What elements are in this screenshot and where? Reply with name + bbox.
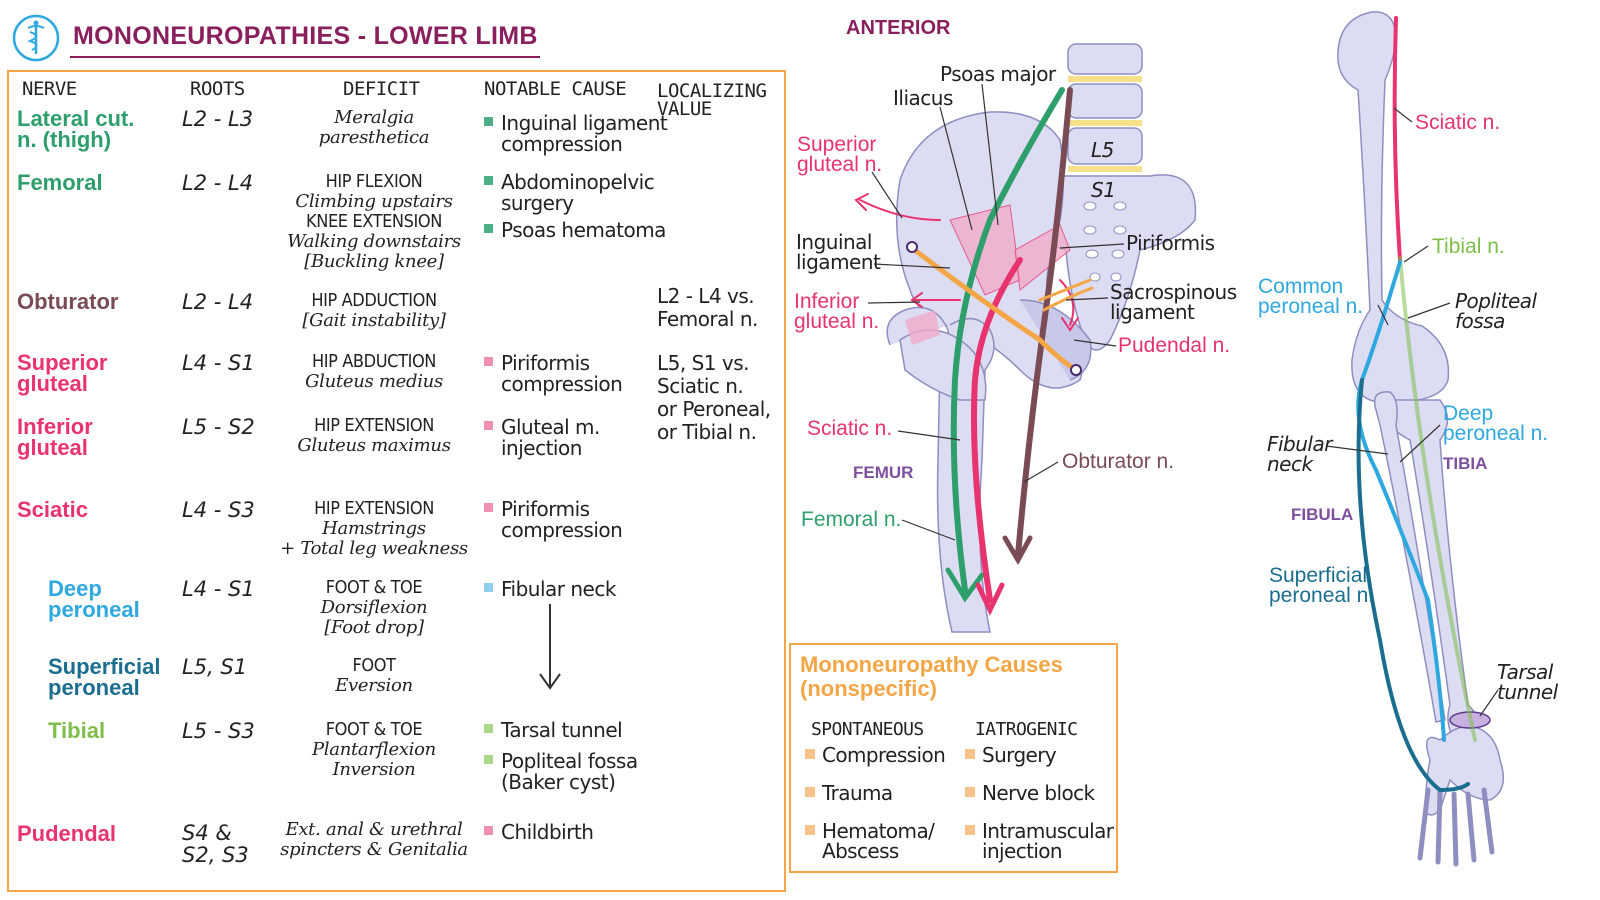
cause-trauma: Trauma: [805, 783, 893, 803]
header-localizing-value: VALUE: [657, 98, 712, 120]
cause-tibial-tarsal: Tarsal tunnel: [484, 720, 623, 741]
header-deficit: DEFICIT: [343, 78, 420, 100]
localizing-gluteal: L5, S1 vs.Sciatic n.or Peroneal,or Tibia…: [657, 351, 771, 444]
label-pudendal-n: Pudendal n.: [1118, 334, 1231, 357]
roots-femoral: L2 - L4: [182, 171, 254, 195]
cause-tibial-popliteal: Popliteal fossa(Baker cyst): [484, 751, 638, 793]
page-title: MONONEUROPATHIES - LOWER LIMB: [73, 22, 538, 50]
label-psoas-major: Psoas major: [940, 62, 1056, 86]
roots-superior-gluteal: L4 - S1: [182, 351, 255, 375]
mononeuropathy-causes-box: Mononeuropathy Causes(nonspecific) SPONT…: [789, 643, 1118, 873]
cause-compression: Compression: [805, 745, 946, 765]
cause-pudendal: Childbirth: [484, 822, 594, 843]
label-tibia: TIBIA: [1443, 454, 1488, 473]
label-fibula: FIBULA: [1291, 505, 1354, 524]
label-obturator-n: Obturator n.: [1062, 450, 1175, 473]
roots-tibial: L5 - S3: [182, 719, 255, 743]
roots-obturator: L2 - L4: [182, 290, 254, 314]
pelvis-nerves: [854, 87, 1094, 616]
label-l5: L5: [1091, 138, 1114, 162]
roots-superficial-peroneal: L5, S1: [182, 655, 248, 679]
mononeuropathy-table: [7, 70, 786, 892]
label-sciatic-n: Sciatic n.: [807, 417, 893, 440]
header-roots: ROOTS: [190, 78, 245, 100]
nerve-sciatic: Sciatic: [17, 497, 88, 522]
nerve-obturator: Obturator: [17, 289, 119, 314]
nerve-femoral: Femoral: [17, 170, 103, 195]
caduceus-logo-icon: [12, 14, 60, 62]
leg-leader-lines: [1325, 107, 1499, 717]
label-femoral-n: Femoral n.: [801, 508, 902, 531]
causes-spontaneous-header: SPONTANEOUS: [811, 719, 924, 740]
localizing-obturator: L2 - L4 vs.Femoral n.: [657, 284, 758, 331]
roots-pudendal: S4 &S2, S3: [182, 821, 249, 867]
pelvis-leader-lines: [867, 83, 1125, 541]
causes-title: Mononeuropathy Causes(nonspecific): [800, 652, 1063, 701]
cause-inferior-gluteal: Gluteal m.injection: [484, 417, 600, 459]
nerve-lateral-cutaneous: Lateral cut.n. (thigh): [17, 106, 135, 152]
label-anterior: ANTERIOR: [846, 17, 951, 39]
leg-nerves: [1356, 16, 1477, 793]
cause-surgery: Surgery: [965, 745, 1057, 765]
deficit-obturator: HIP ADDUCTION[Gait instability]: [302, 290, 446, 331]
nerve-pudendal: Pudendal: [17, 821, 117, 846]
pelvis-bones: [886, 43, 1197, 633]
header-localizing: LOCALIZING: [657, 80, 767, 102]
label-iliacus: Iliacus: [893, 86, 953, 110]
causes-iatrogenic-header: IATROGENIC: [975, 719, 1078, 740]
header-cause: NOTABLE CAUSE: [484, 78, 627, 100]
header-nerve: NERVE: [22, 78, 77, 100]
label-femur: FEMUR: [853, 463, 914, 482]
roots-lateral-cutaneous: L2 - L3: [182, 107, 254, 131]
down-arrow-icon: [539, 604, 561, 690]
cause-femoral-hematoma: Psoas hematoma: [484, 220, 666, 241]
nerve-tibial: Tibial: [48, 718, 106, 743]
roots-sciatic: L4 - S3: [182, 498, 255, 522]
roots-inferior-gluteal: L5 - S2: [182, 415, 255, 439]
roots-deep-peroneal: L4 - S1: [182, 577, 255, 601]
title-underline: [70, 56, 540, 58]
cause-hematoma-abscess: Hematoma/Abscess: [805, 821, 935, 861]
label-piriformis: Piriformis: [1126, 231, 1215, 255]
label-s1: S1: [1091, 178, 1116, 202]
label-leg-sciatic-n: Sciatic n.: [1415, 111, 1501, 134]
cause-nerve-block: Nerve block: [965, 783, 1095, 803]
cause-deep-peroneal: Fibular neck: [484, 579, 616, 600]
label-tibial-n: Tibial n.: [1432, 235, 1505, 258]
